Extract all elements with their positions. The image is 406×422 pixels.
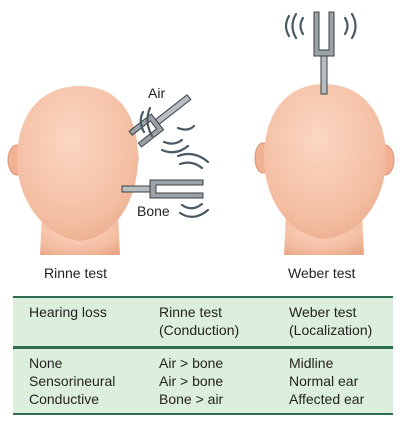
row-rinne-result: Bone > air xyxy=(159,391,224,407)
row-rinne-result: Air > bone xyxy=(159,355,224,371)
weber-skull xyxy=(264,84,386,239)
row-weber-result: Midline xyxy=(289,355,334,371)
air-tuning-fork xyxy=(128,94,192,148)
row-hearing-loss: Conductive xyxy=(29,391,100,407)
table-body: None Air > bone Midline Sensorineural Ai… xyxy=(13,347,393,415)
header-hearing-loss: Hearing loss xyxy=(29,304,107,320)
header-rinne-test: Rinne test xyxy=(159,304,223,320)
hearing-test-illustration: Air Bone xyxy=(7,11,395,255)
rinne-test-caption: Rinne test xyxy=(44,265,108,281)
air-label: Air xyxy=(148,85,165,101)
row-hearing-loss: Sensorineural xyxy=(29,373,116,389)
rinne-head xyxy=(7,86,139,255)
rinne-skull xyxy=(17,86,138,241)
row-rinne-result: Air > bone xyxy=(159,373,224,389)
header-weber-subtitle: (Localization) xyxy=(289,322,373,338)
row-hearing-loss: None xyxy=(29,355,63,371)
header-rinne-subtitle: (Conduction) xyxy=(159,322,240,338)
weber-tuning-fork xyxy=(313,11,335,95)
bone-sound-waves xyxy=(176,152,210,218)
table-header: Hearing loss Rinne test (Conduction) Web… xyxy=(13,296,393,348)
bone-tuning-fork xyxy=(121,179,204,199)
row-weber-result: Normal ear xyxy=(289,373,359,389)
air-sound-waves xyxy=(139,106,196,154)
weber-sound-waves xyxy=(284,12,357,40)
bone-label: Bone xyxy=(137,203,170,219)
weber-test-caption: Weber test xyxy=(288,265,356,281)
header-weber-test: Weber test xyxy=(289,304,357,320)
row-weber-result: Affected ear xyxy=(289,391,365,407)
weber-head xyxy=(254,84,395,255)
